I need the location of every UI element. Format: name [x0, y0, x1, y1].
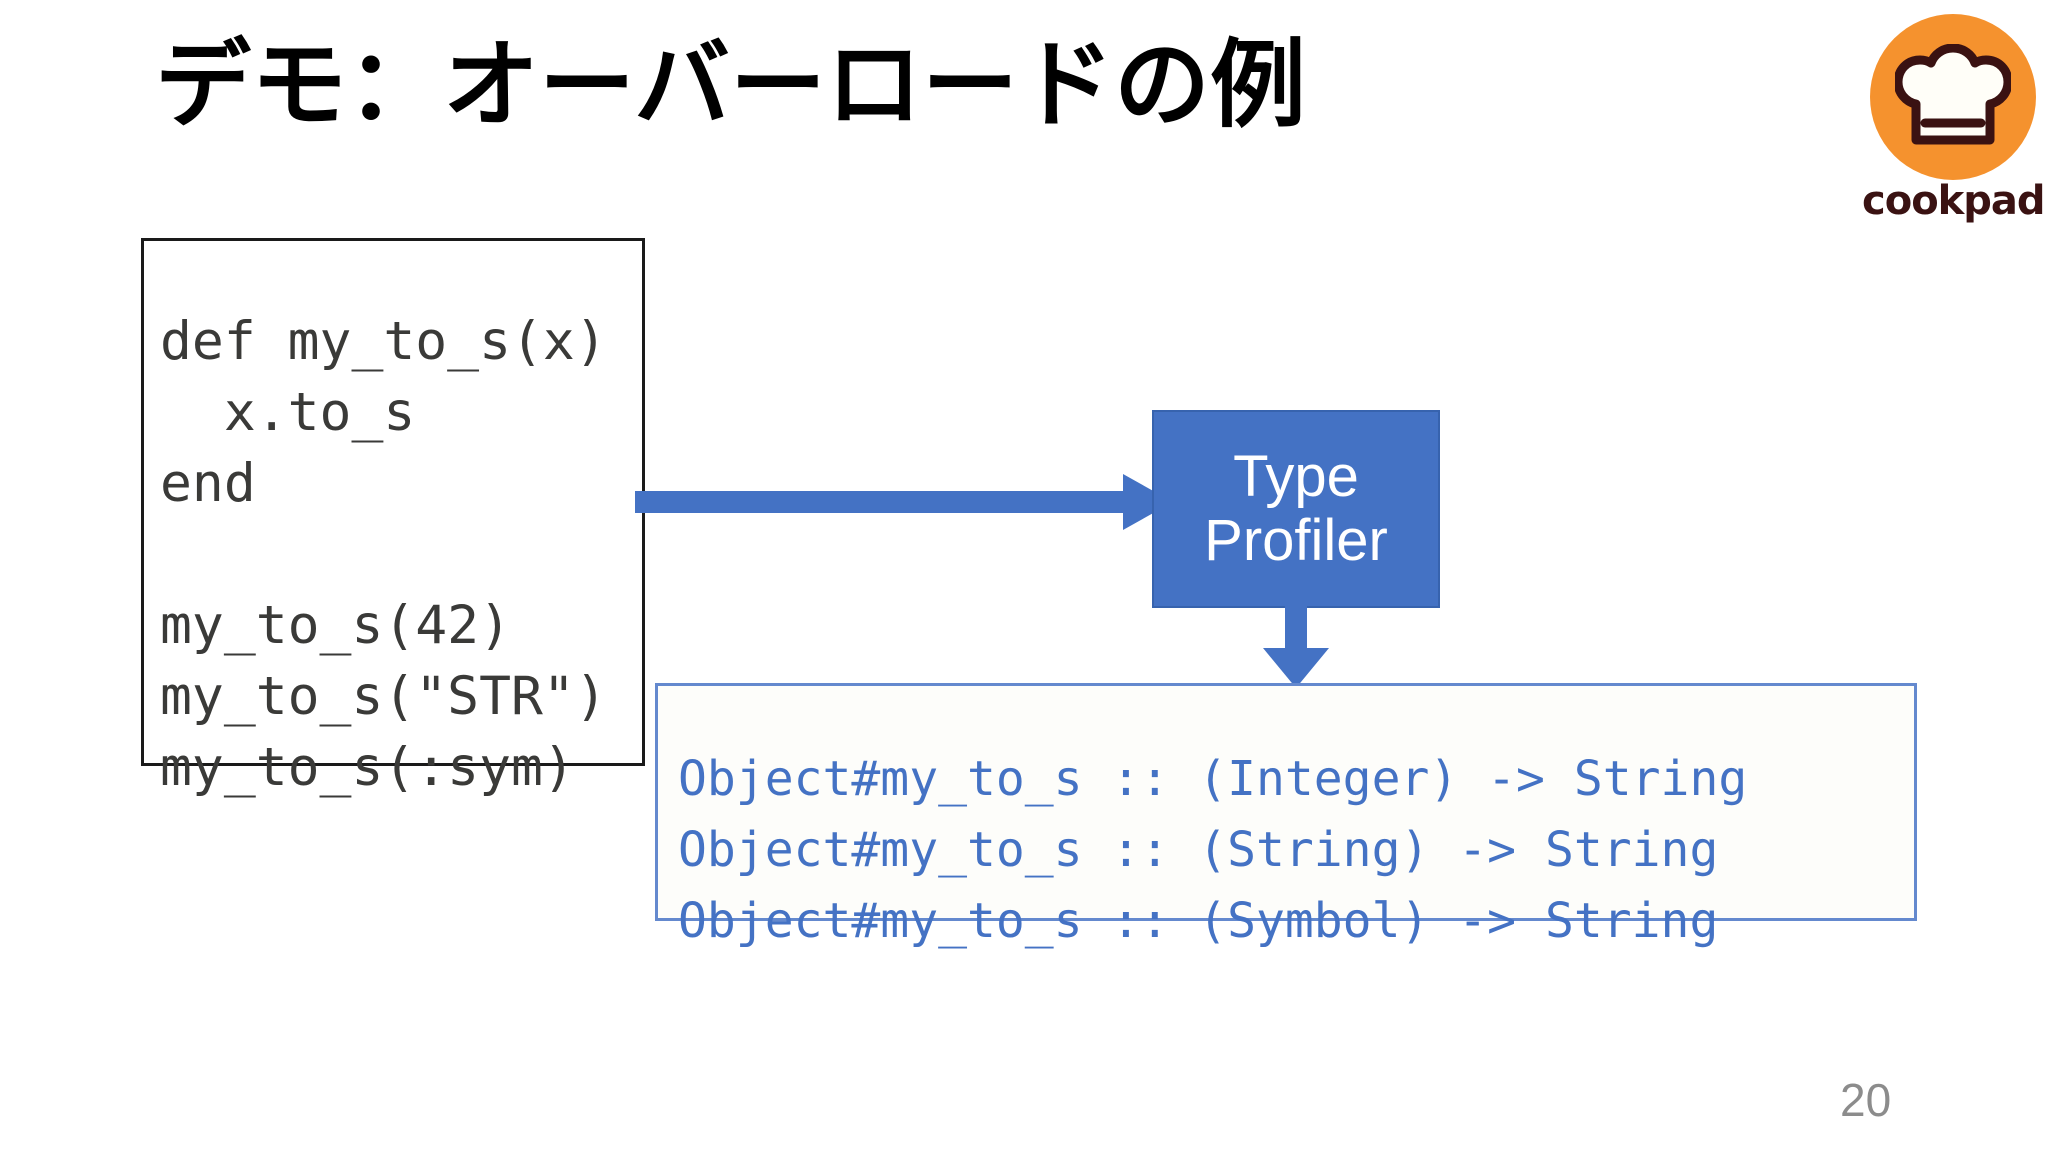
- logo-wordmark: cookpad: [1862, 178, 2046, 224]
- cookpad-logo: cookpad: [1862, 14, 2046, 244]
- arrow-down-head: [1263, 648, 1329, 688]
- type-profiler-label: Type Profiler: [1204, 444, 1388, 573]
- type-profiler-box: Type Profiler: [1152, 410, 1440, 608]
- arrow-right-icon: [635, 474, 1173, 530]
- page-number: 20: [1840, 1074, 1892, 1126]
- code-box-text: def my_to_s(x) x.to_s end my_to_s(42) my…: [160, 311, 607, 798]
- output-box: Object#my_to_s :: (Integer) -> String Ob…: [655, 683, 1917, 949]
- code-box: def my_to_s(x) x.to_s end my_to_s(42) my…: [141, 238, 645, 798]
- output-box-text: Object#my_to_s :: (Integer) -> String Ob…: [678, 751, 1748, 949]
- arrow-down-shaft: [1285, 606, 1307, 652]
- arrow-right-shaft: [635, 491, 1130, 513]
- page-title: デモ：オーバーロードの例: [155, 29, 1307, 141]
- chef-hat-icon: [1895, 44, 2011, 145]
- arrow-down-icon: [1263, 606, 1329, 688]
